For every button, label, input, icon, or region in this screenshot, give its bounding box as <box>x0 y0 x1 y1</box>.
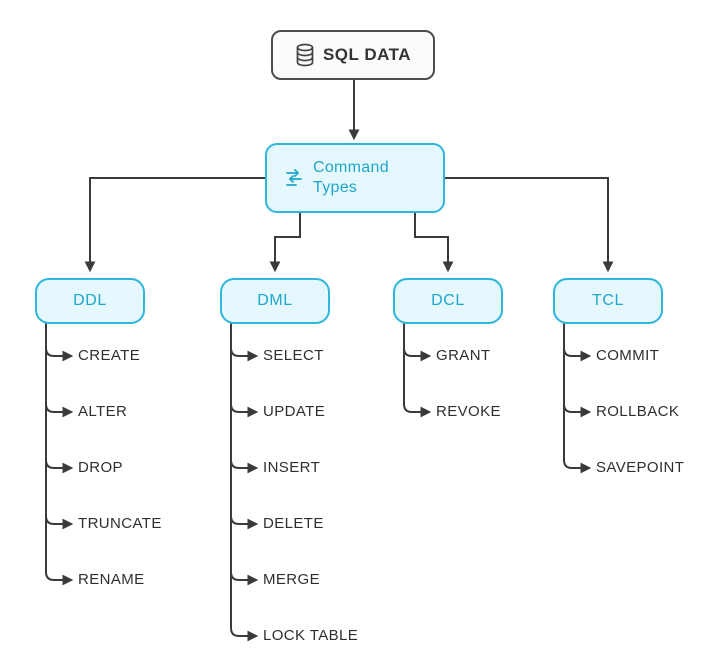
item-label: ROLLBACK <box>596 403 680 420</box>
edge-hub-to-ddl <box>84 177 266 273</box>
item-label: INSERT <box>263 459 321 476</box>
item-label: UPDATE <box>263 403 326 420</box>
category-label: DDL <box>73 292 107 309</box>
category-label: DCL <box>431 292 465 309</box>
item-label: RENAME <box>78 571 145 588</box>
ddl-branch-connectors <box>45 323 74 586</box>
tcl-branch-connectors <box>563 323 592 474</box>
item-label: MERGE <box>263 571 321 588</box>
item-label: CREATE <box>78 347 141 364</box>
hub-label: Command Types <box>313 159 389 196</box>
dml-branch-connectors <box>230 323 259 642</box>
item-label: COMMIT <box>596 347 660 364</box>
category-label: DML <box>257 292 293 309</box>
item-label: DROP <box>78 459 123 476</box>
edge-hub-to-tcl <box>444 177 614 273</box>
database-icon <box>295 43 315 67</box>
category-label: TCL <box>591 292 625 309</box>
node-dcl: DCL <box>393 278 503 324</box>
node-dml: DML <box>220 278 330 324</box>
item-label: GRANT <box>436 347 491 364</box>
node-command-types: Command Types <box>265 143 445 213</box>
item-label: DELETE <box>263 515 324 532</box>
sync-icon <box>283 167 305 189</box>
node-sql-data: SQL DATA <box>271 30 435 80</box>
item-label: LOCK TABLE <box>263 627 359 644</box>
item-label: SELECT <box>263 347 324 364</box>
item-label: REVOKE <box>436 403 501 420</box>
item-label: TRUNCATE <box>78 515 162 532</box>
node-ddl: DDL <box>35 278 145 324</box>
root-label: SQL DATA <box>322 45 412 64</box>
edge-hub-to-dcl <box>414 212 454 273</box>
edge-hub-to-dml <box>269 212 301 273</box>
item-label: ALTER <box>78 403 128 420</box>
node-tcl: TCL <box>553 278 663 324</box>
item-label: SAVEPOINT <box>596 459 685 476</box>
dcl-branch-connectors <box>403 323 432 418</box>
